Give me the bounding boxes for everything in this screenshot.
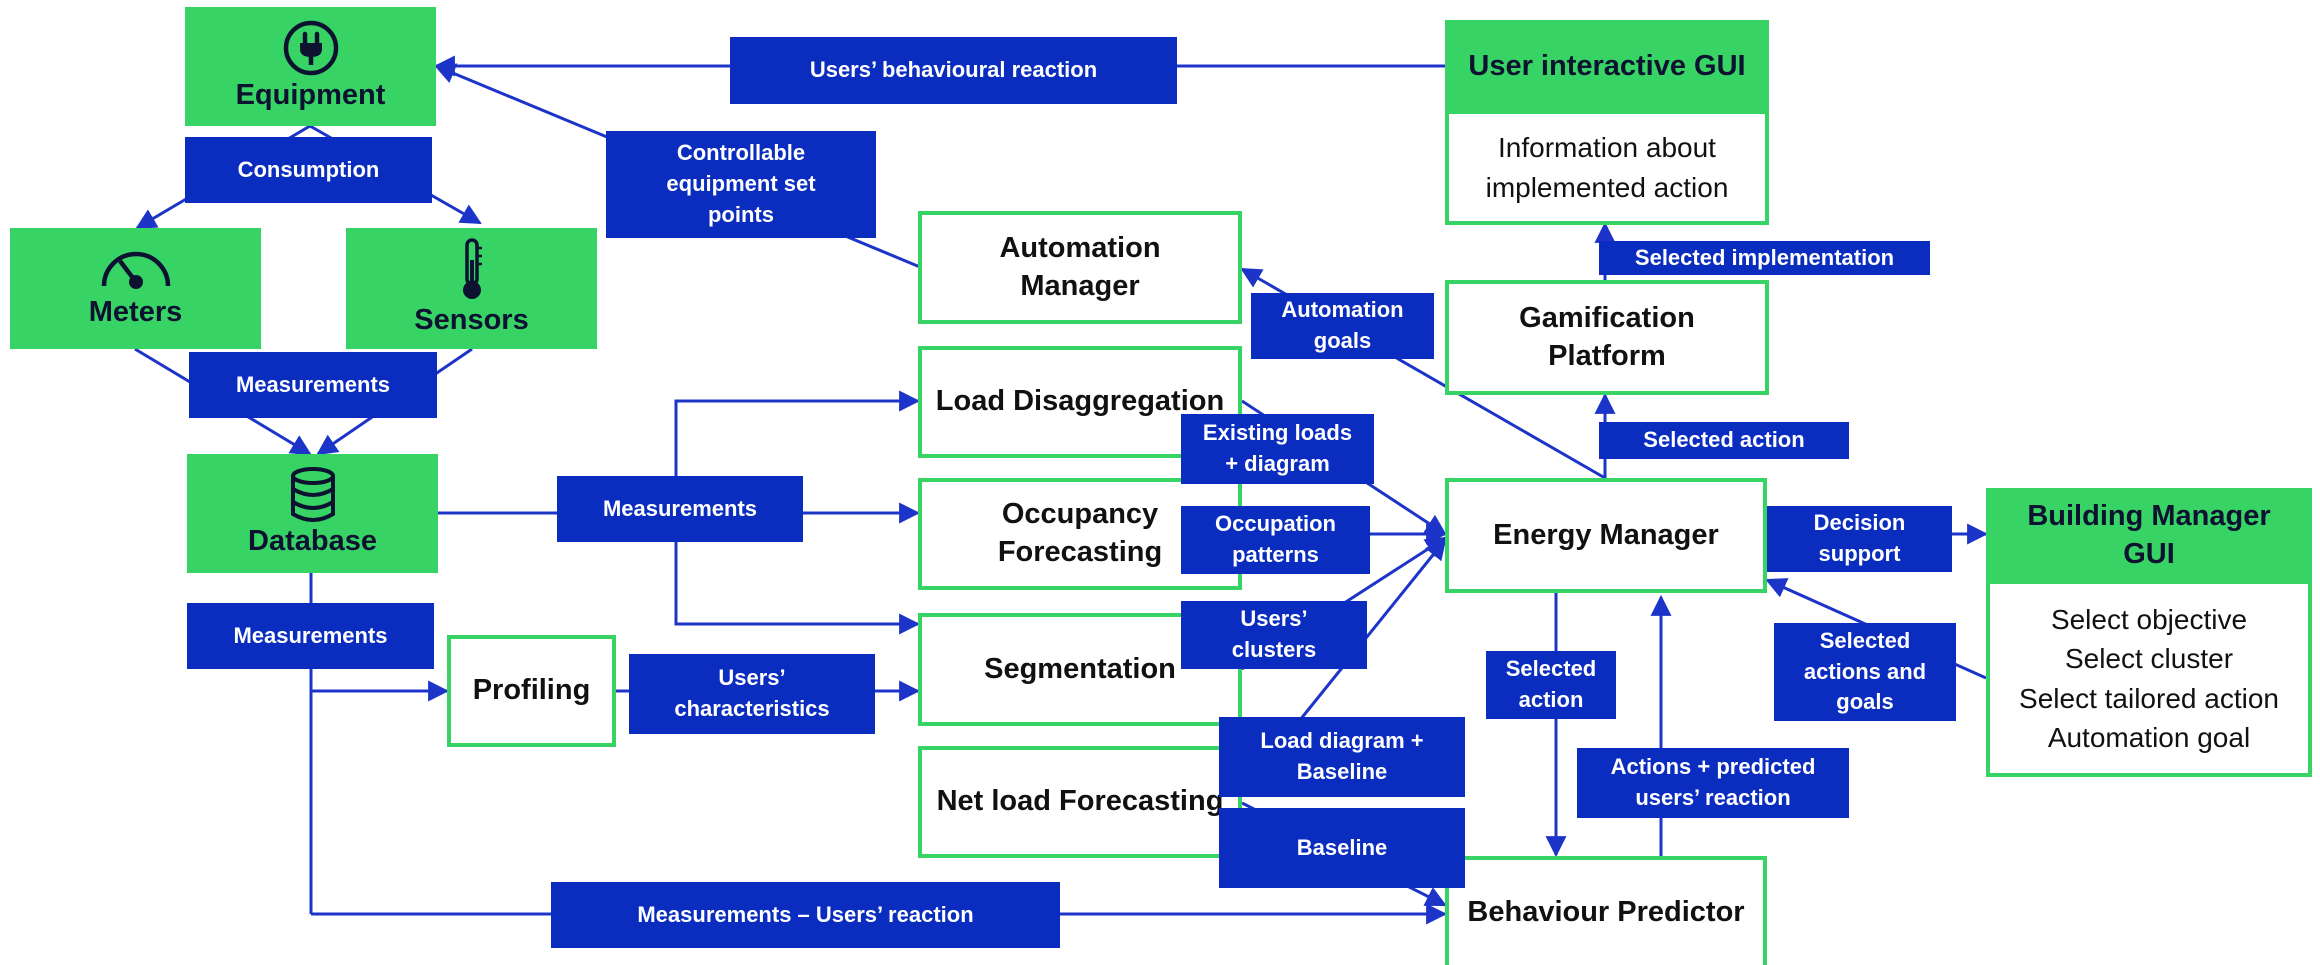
label-decision-support: Decision support xyxy=(1767,506,1952,572)
sensors-label: Sensors xyxy=(414,303,529,336)
label-measurements-users-reaction: Measurements – Users’ reaction xyxy=(551,882,1060,948)
label-selected-action-down: Selected action xyxy=(1486,651,1616,719)
database-node: Database xyxy=(187,454,438,573)
segmentation-label: Segmentation xyxy=(984,652,1176,685)
profiling-node: Profiling xyxy=(447,635,616,747)
user-gui-title: User interactive GUI xyxy=(1468,50,1746,83)
label-selected-action-up: Selected action xyxy=(1599,422,1849,459)
label-controllable-setpoints: Controllable equipment set points xyxy=(606,131,876,238)
net-load-forecasting-node: Net load Forecasting xyxy=(918,746,1242,858)
energy-manager-node: Energy Manager xyxy=(1445,478,1767,593)
equipment-label: Equipment xyxy=(235,78,386,111)
behaviour-predictor-label: Behaviour Predictor xyxy=(1467,895,1745,928)
label-selected-actions-goals: Selected actions and goals xyxy=(1774,623,1956,721)
user-gui-info-box: Information about implemented action xyxy=(1445,114,1769,225)
label-actions-predicted: Actions + predicted users’ reaction xyxy=(1577,748,1849,818)
gamification-platform-node: Gamification Platform xyxy=(1445,280,1769,395)
label-measurements-db-down: Measurements xyxy=(187,603,434,669)
label-users-characteristics: Users’ characteristics xyxy=(629,654,875,734)
equipment-node: Equipment xyxy=(185,7,436,126)
thermometer-icon xyxy=(457,237,487,302)
segmentation-node: Segmentation xyxy=(918,613,1242,726)
behaviour-predictor-node: Behaviour Predictor xyxy=(1445,856,1767,965)
arrow-netload-to-em xyxy=(1298,538,1447,721)
database-icon xyxy=(288,466,338,523)
label-automation-goals: Automation goals xyxy=(1251,293,1434,359)
database-label: Database xyxy=(248,524,377,557)
plug-icon xyxy=(282,19,340,77)
gauge-icon xyxy=(99,246,173,294)
net-load-forecasting-label: Net load Forecasting xyxy=(936,785,1224,818)
label-load-diagram-baseline: Load diagram + Baseline xyxy=(1219,717,1465,797)
building-manager-options-box: Select objective Select cluster Select t… xyxy=(1986,584,2312,777)
occupancy-forecasting-label: Occupancy Forecasting xyxy=(997,498,1163,568)
energy-manager-label: Energy Manager xyxy=(1493,518,1719,551)
label-measurements-db-right: Measurements xyxy=(557,476,803,542)
load-disaggregation-label: Load Disaggregation xyxy=(935,385,1225,418)
automation-manager-node: Automation Manager xyxy=(918,211,1242,324)
meters-node: Meters xyxy=(10,228,261,349)
label-existing-loads: Existing loads + diagram xyxy=(1181,414,1374,484)
gamification-platform-label: Gamification Platform xyxy=(1519,301,1695,372)
building-manager-options: Select objective Select cluster Select t… xyxy=(2019,604,2279,753)
label-measurements-sensors: Measurements xyxy=(189,352,437,418)
label-selected-implementation: Selected implementation xyxy=(1599,241,1930,275)
automation-manager-label: Automation Manager xyxy=(999,231,1161,302)
arrow-to-load-disagg xyxy=(674,390,921,513)
label-baseline: Baseline xyxy=(1219,808,1465,888)
building-manager-gui-header: Building Manager GUI xyxy=(1986,488,2312,584)
label-consumption: Consumption xyxy=(185,137,432,203)
user-gui-info-text: Information about implemented action xyxy=(1485,132,1729,203)
arrow-to-segmentation xyxy=(674,513,921,635)
building-manager-gui-title: Building Manager GUI xyxy=(2027,500,2271,570)
meters-label: Meters xyxy=(88,295,183,328)
user-gui-header: User interactive GUI xyxy=(1445,20,1769,114)
label-occupation-patterns: Occupation patterns xyxy=(1181,506,1370,574)
label-users-clusters: Users’ clusters xyxy=(1181,601,1367,669)
sensors-node: Sensors xyxy=(346,228,597,349)
label-users-behavioural-reaction: Users’ behavioural reaction xyxy=(730,37,1177,104)
profiling-label: Profiling xyxy=(472,674,591,707)
